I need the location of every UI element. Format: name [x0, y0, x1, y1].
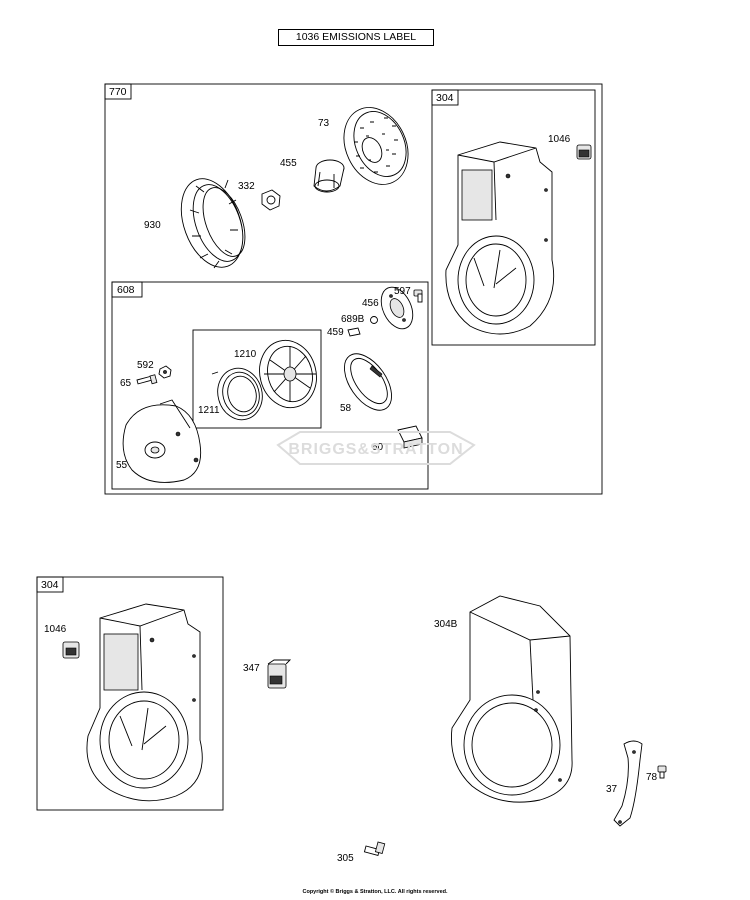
- watermark-text: BRIGGS&STRATTON: [288, 441, 463, 458]
- part-304B-shroud-illustration: [451, 595, 573, 803]
- part-305-screw-illustration: [363, 841, 386, 856]
- callout-332: 332: [238, 181, 255, 192]
- callout-459: 459: [327, 327, 344, 338]
- callout-55: 55: [116, 460, 128, 471]
- callout-1210: 1210: [234, 349, 257, 360]
- part-304-shroud-bottom-illustration: [86, 603, 203, 802]
- part-332-nut-illustration: [261, 189, 281, 211]
- copyright-footer: Copyright © Briggs & Stratton, LLC. All …: [302, 889, 448, 895]
- group-304-top-label: 304: [436, 92, 454, 104]
- callout-689B: 689B: [341, 314, 365, 325]
- callout-456: 456: [362, 298, 379, 309]
- group-304-top: 304: [431, 89, 596, 346]
- part-1210-pulley-illustration: [259, 339, 317, 409]
- part-1046-clip-bottom-illustration: [62, 641, 80, 659]
- part-1046-clip-top-illustration: [576, 144, 592, 160]
- part-37-bracket-illustration: [613, 740, 643, 827]
- group-608: 608: [111, 281, 429, 490]
- callout-347: 347: [243, 663, 260, 674]
- part-459-dog-illustration: [347, 327, 361, 337]
- group-304-bottom: 304: [36, 576, 224, 811]
- part-304-shroud-top-illustration: [445, 141, 555, 335]
- callout-1046-top: 1046: [548, 134, 571, 145]
- part-597-screw-illustration: [413, 289, 423, 303]
- part-60-handle-illustration: [397, 425, 423, 449]
- part-347-clip-illustration: [267, 659, 292, 689]
- callout-58: 58: [340, 403, 352, 414]
- part-78-screw-illustration: [657, 765, 667, 779]
- part-65-screw-illustration: [136, 374, 158, 385]
- callout-73: 73: [318, 118, 330, 129]
- callout-65: 65: [120, 378, 132, 389]
- part-73-screen-illustration: [343, 107, 409, 185]
- part-930-ring-illustration: [180, 178, 246, 269]
- watermark-logo: BRIGGS&STRATTON: [276, 431, 476, 465]
- callout-60: 60: [372, 442, 384, 453]
- part-1211-spring-illustration: [211, 367, 263, 421]
- part-456-cam-illustration: [380, 286, 414, 330]
- part-592-nut-illustration: [158, 365, 172, 379]
- group-770-label: 770: [109, 86, 127, 98]
- callout-304B: 304B: [434, 619, 458, 630]
- part-689B-spring-illustration: [370, 316, 378, 324]
- part-55-housing-illustration: [122, 399, 202, 483]
- callout-37: 37: [606, 784, 618, 795]
- emissions-label-box: 1036 EMISSIONS LABEL: [278, 29, 434, 46]
- callout-597: 597: [394, 286, 411, 297]
- group-608-label: 608: [117, 284, 135, 296]
- part-58-plate-illustration: [344, 353, 392, 411]
- group-770: 770: [104, 83, 603, 495]
- inner-box-pulley: [192, 329, 322, 429]
- callout-592: 592: [137, 360, 154, 371]
- part-455-cup-illustration: [313, 159, 345, 193]
- callout-1046-bottom: 1046: [44, 624, 67, 635]
- callout-1211: 1211: [198, 405, 220, 416]
- callout-930: 930: [144, 220, 161, 231]
- callout-78: 78: [646, 772, 658, 783]
- group-304-bottom-label: 304: [41, 579, 59, 591]
- callout-455: 455: [280, 158, 297, 169]
- callout-305: 305: [337, 853, 354, 864]
